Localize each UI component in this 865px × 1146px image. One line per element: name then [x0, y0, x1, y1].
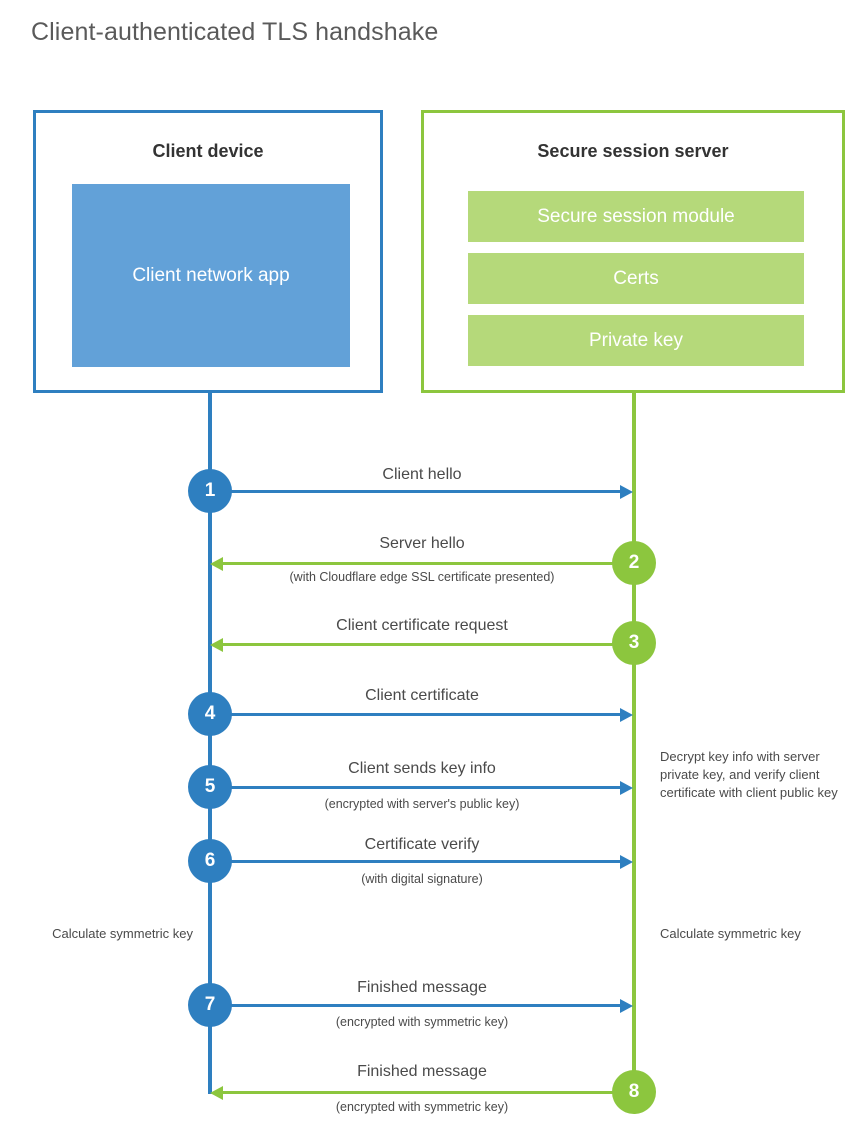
step-8-arrow-head	[210, 1085, 223, 1100]
client-lifeline	[208, 393, 212, 1094]
server-module-private-key: Private key	[468, 315, 804, 366]
step-7-arrow-line	[210, 1004, 622, 1007]
step-3-circle[interactable]: 3	[612, 621, 656, 665]
step-5-label: Client sends key info	[348, 760, 496, 777]
step-7-arrow-head	[620, 998, 633, 1013]
client-device-box: Client device Client network app	[33, 110, 383, 393]
step-1-arrow-line	[210, 490, 622, 493]
client-device-title: Client device	[152, 141, 264, 161]
server-decrypt-note: Decrypt key info with server private key…	[660, 749, 838, 800]
step-6-circle[interactable]: 6	[188, 839, 232, 883]
client-network-app-block: Client network app	[72, 184, 350, 367]
step-1-arrow-head	[620, 484, 633, 499]
step-7-sublabel: (encrypted with symmetric key)	[335, 1015, 509, 1029]
server-module-certs: Certs	[468, 253, 804, 304]
step-6-label: Certificate verify	[364, 836, 480, 853]
step-8-sublabel: (encrypted with symmetric key)	[335, 1100, 509, 1114]
step-4-arrow-line	[210, 713, 622, 716]
step-7-circle[interactable]: 7	[188, 983, 232, 1027]
step-3-label: Client certificate request	[336, 617, 508, 634]
step-2-sublabel: (with Cloudflare edge SSL certificate pr…	[289, 570, 555, 584]
step-3-arrow-head	[210, 637, 223, 652]
step-5-sublabel: (encrypted with server's public key)	[324, 797, 520, 811]
step-1-circle[interactable]: 1	[188, 469, 232, 513]
server-calculate-symmetric-key-note: Calculate symmetric key	[660, 926, 801, 941]
step-6-sublabel: (with digital signature)	[361, 872, 483, 886]
step-2-arrow-line	[223, 562, 634, 565]
step-4-label: Client certificate	[365, 687, 479, 704]
page-title: Client-authenticated TLS handshake	[31, 18, 439, 46]
step-5-arrow-head	[620, 780, 633, 795]
step-4-circle[interactable]: 4	[188, 692, 232, 736]
step-6-arrow-line	[210, 860, 622, 863]
client-calculate-symmetric-key-note: Calculate symmetric key	[52, 926, 193, 941]
step-2-arrow-head	[210, 556, 223, 571]
step-8-circle[interactable]: 8	[612, 1070, 656, 1114]
secure-session-server-box: Secure session server Secure session mod…	[421, 110, 845, 393]
step-1-label: Client hello	[382, 466, 462, 483]
step-4-arrow-head	[620, 707, 633, 722]
server-module-secure-session-module: Secure session module	[468, 191, 804, 242]
step-3-arrow-line	[223, 643, 634, 646]
step-5-arrow-line	[210, 786, 622, 789]
server-lifeline	[632, 393, 636, 1094]
step-2-circle[interactable]: 2	[612, 541, 656, 585]
step-6-arrow-head	[620, 854, 633, 869]
step-7-label: Finished message	[357, 979, 487, 996]
step-2-label: Server hello	[379, 535, 465, 552]
secure-session-server-title: Secure session server	[537, 141, 729, 161]
step-5-circle[interactable]: 5	[188, 765, 232, 809]
step-8-arrow-line	[223, 1091, 634, 1094]
step-8-label: Finished message	[357, 1063, 487, 1080]
